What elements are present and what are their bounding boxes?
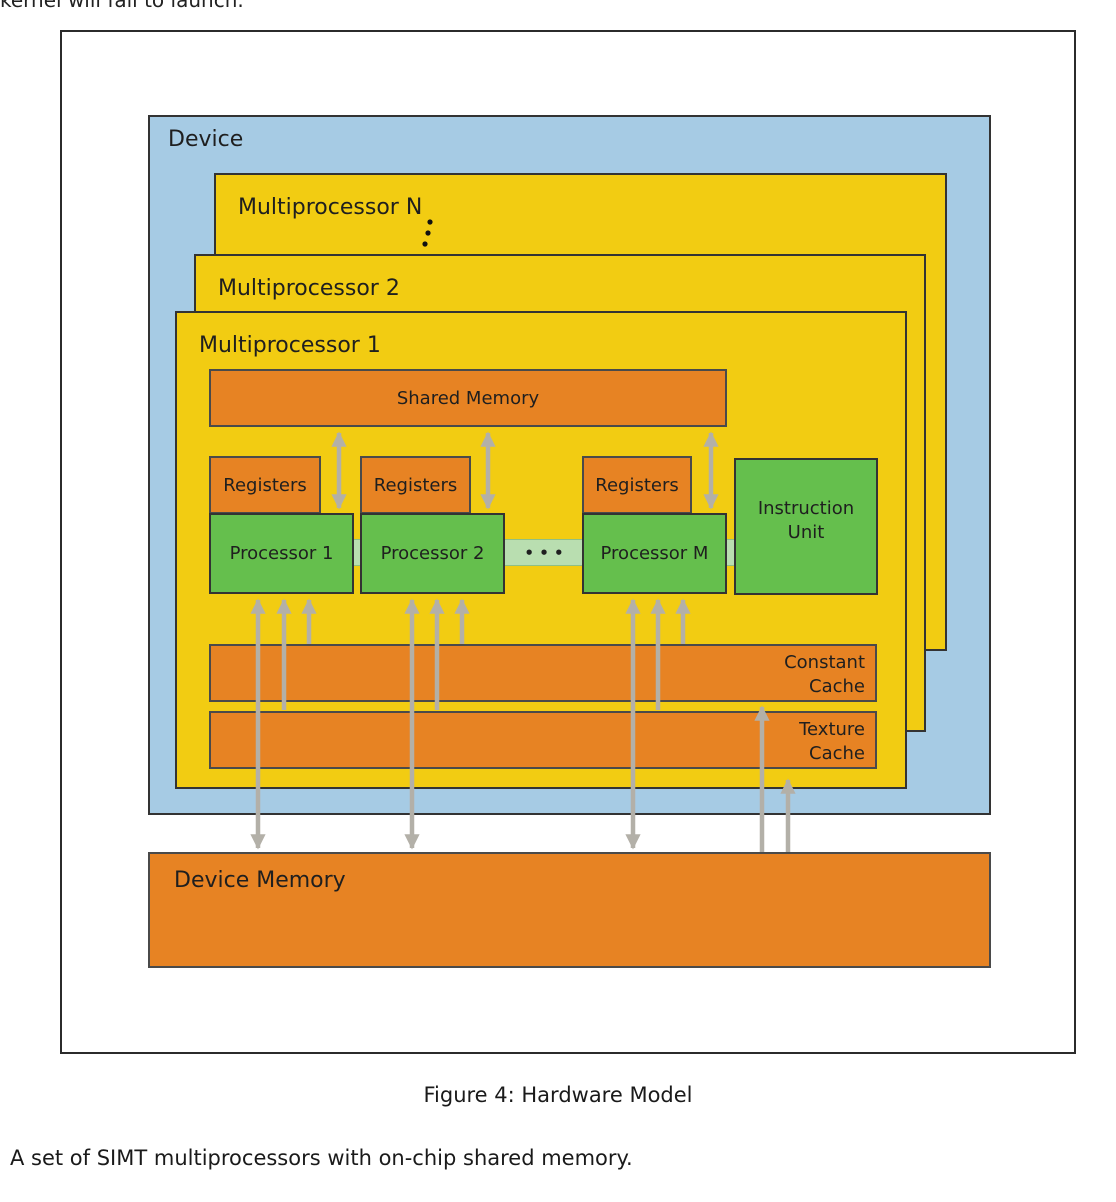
ellipsis-label: • • • [524,543,564,562]
registers-label: Registers [223,474,307,496]
registers-label: Registers [373,474,458,496]
processor-label: Processor 1 [229,543,334,564]
instruction-unit-box: Instruction Unit [734,458,878,595]
registers-box-1: Registers [209,456,321,514]
registers-label: Registers [595,474,679,496]
body-paragraph: A set of SIMT multiprocessors with on-ch… [10,1146,633,1170]
texture-cache-box: Texture Cache [209,711,877,769]
shared-memory-label: Shared Memory [396,387,540,409]
multiprocessor-2-label: Multiprocessor 2 [218,276,400,301]
texture-cache-label-line1: Texture [799,719,865,740]
device-memory-box: Device Memory [148,852,991,968]
processor-box-1: Processor 1 [209,513,354,594]
constant-cache-label-line2: Cache [809,676,865,697]
instruction-unit-label-line2: Unit [787,522,825,543]
previous-paragraph-fragment: kernel will fail to launch. [0,0,244,12]
processor-bus-ellipsis: • • • [503,539,585,566]
registers-box-m: Registers [582,456,692,514]
instruction-unit-label-line1: Instruction [757,498,855,519]
processor-box-2: Processor 2 [360,513,505,594]
processor-box-m: Processor M [582,513,727,594]
processor-label: Processor M [600,543,709,564]
figure-caption: Figure 4: Hardware Model [423,1083,693,1107]
constant-cache-label-line1: Constant [784,652,865,673]
device-memory-label: Device Memory [174,868,346,893]
texture-cache-label-line2: Cache [809,743,865,764]
multiprocessor-n-label: Multiprocessor N [238,195,423,220]
constant-cache-box: Constant Cache [209,644,877,702]
registers-box-2: Registers [360,456,471,514]
shared-memory-box: Shared Memory [209,369,727,427]
device-label: Device [168,127,244,152]
multiprocessor-1-label: Multiprocessor 1 [199,333,381,358]
processor-label: Processor 2 [380,543,485,564]
